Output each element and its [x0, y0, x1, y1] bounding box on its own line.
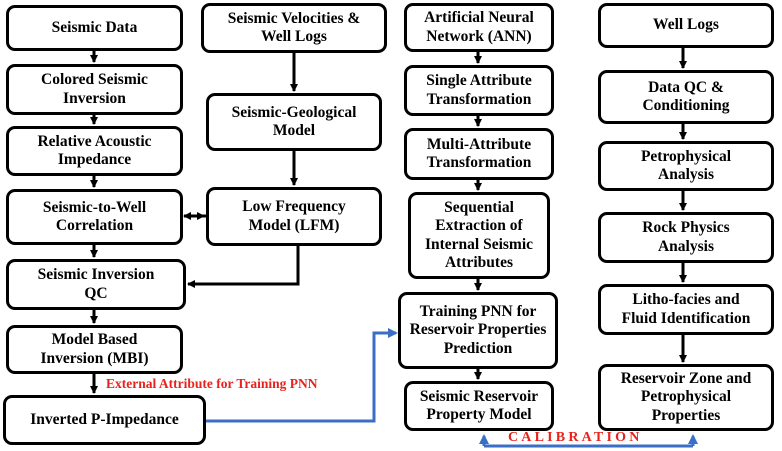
box-seismic-reservoir-property-model: Seismic Reservoir Property Model — [404, 381, 554, 431]
box-litho-facies-fluid-identification: Litho-facies and Fluid Identification — [598, 284, 774, 335]
box-seismic-data: Seismic Data — [6, 5, 183, 51]
arrow-lfm-to-qc — [187, 246, 300, 288]
box-data-qc-conditioning: Data QC & Conditioning — [598, 70, 774, 124]
box-model-based-inversion: Model Based Inversion (MBI) — [6, 325, 183, 374]
box-petrophysical-analysis: Petrophysical Analysis — [598, 141, 774, 191]
box-colored-seismic-inversion: Colored Seismic Inversion — [6, 64, 183, 115]
box-relative-acoustic-impedance: Relative Acoustic Impedance — [6, 126, 183, 176]
box-well-logs: Well Logs — [598, 3, 774, 48]
box-seismic-geological-model: Seismic-Geological Model — [206, 93, 382, 151]
box-rock-physics-analysis: Rock Physics Analysis — [598, 212, 774, 263]
box-reservoir-zone-petrophysical-properties: Reservoir Zone and Petrophysical Propert… — [598, 364, 774, 431]
calibration-label: CALIBRATION — [508, 430, 643, 445]
box-inverted-p-impedance: Inverted P-Impedance — [3, 395, 206, 445]
box-single-attribute-transformation: Single Attribute Transformation — [404, 65, 554, 116]
box-ann: Artificial Neural Network (ANN) — [404, 3, 554, 52]
arrow-inverted-to-training — [206, 328, 398, 423]
box-seismic-velocities-well-logs: Seismic Velocities & Well Logs — [201, 3, 387, 53]
box-seismic-inversion-qc: Seismic Inversion QC — [6, 259, 186, 310]
box-seismic-to-well-correlation: Seismic-to-Well Correlation — [6, 189, 183, 245]
box-low-frequency-model: Low Frequency Model (LFM) — [206, 187, 382, 246]
box-sequential-extraction: Sequential Extraction of Internal Seismi… — [408, 192, 550, 279]
box-training-pnn: Training PNN for Reservoir Properties Pr… — [398, 292, 558, 369]
external-attribute-label: External Attribute for Training PNN — [106, 376, 318, 391]
box-multi-attribute-transformation: Multi-Attribute Transformation — [404, 128, 554, 180]
